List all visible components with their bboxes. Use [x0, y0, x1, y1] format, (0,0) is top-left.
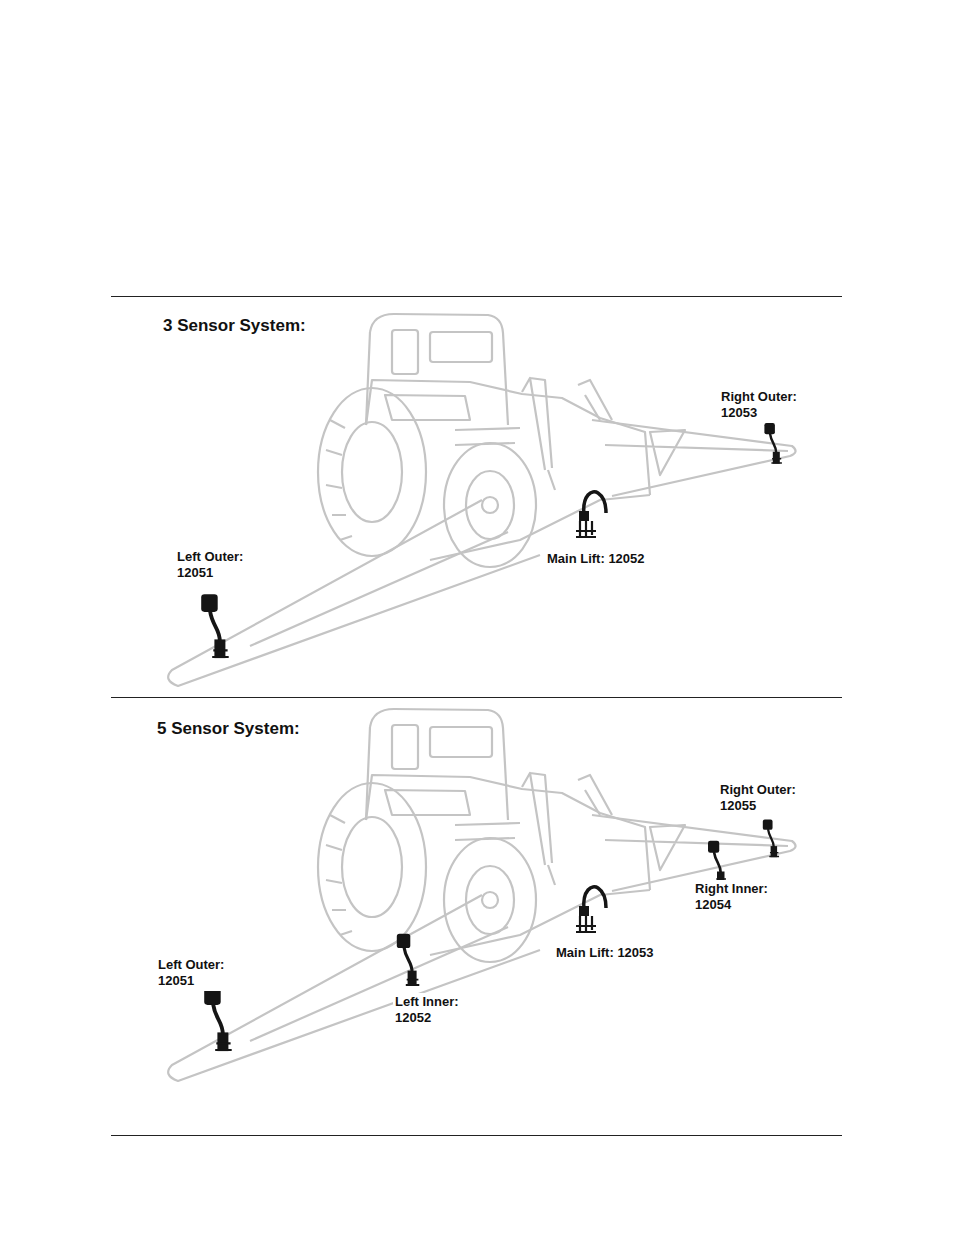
- boom-sensor: [708, 841, 727, 885]
- lift-sensor: [576, 492, 606, 537]
- label-slot: Left Outer: 12051: [156, 956, 248, 991]
- sensor-label: Right Inner: 12054: [693, 880, 789, 915]
- sensor-label: Right Outer: 12055: [718, 781, 814, 816]
- boom-sensor: [763, 819, 779, 857]
- panel-heading: 5 Sensor System:: [155, 717, 302, 740]
- label-slot: 3 Sensor System:: [161, 314, 381, 337]
- panel-five-sensor: [168, 709, 795, 1081]
- label-slot: Right Outer: 12053: [719, 388, 815, 423]
- panel-three-sensor: [168, 314, 795, 686]
- divider-rule: [111, 296, 842, 297]
- label-slot: Right Outer: 12055: [718, 781, 814, 816]
- sprayer-booms: [168, 420, 795, 686]
- sensor-label: Main Lift: 12053: [554, 944, 656, 962]
- sensor-label: Left Outer: 12051: [156, 956, 248, 991]
- sensor-label: Main Lift: 12052: [545, 550, 647, 568]
- divider-rule: [111, 1135, 842, 1136]
- label-slot: 5 Sensor System:: [155, 717, 375, 740]
- boom-sensor: [397, 934, 420, 986]
- sensor-label: Right Outer: 12053: [719, 388, 815, 423]
- sprayer-booms: [168, 815, 795, 1081]
- lift-sensor: [576, 887, 606, 932]
- tractor-outline: [318, 314, 650, 567]
- sensor-label: Left Outer: 12051: [175, 548, 267, 583]
- label-slot: Left Inner: 12052: [393, 993, 485, 1028]
- tractor-outline: [318, 709, 650, 962]
- sensor-label: Left Inner: 12052: [393, 993, 485, 1028]
- boom-sensor: [201, 594, 229, 658]
- boom-sensor: [204, 987, 232, 1051]
- divider-rule: [111, 697, 842, 698]
- panel-shift: [168, 709, 795, 1081]
- label-slot: Left Outer: 12051: [175, 548, 267, 583]
- label-slot: Right Inner: 12054: [693, 880, 789, 915]
- boom-sensor: [764, 423, 782, 464]
- panel-heading: 3 Sensor System:: [161, 314, 308, 337]
- label-slot: Main Lift: 12053: [554, 943, 704, 962]
- label-slot: Main Lift: 12052: [545, 549, 695, 568]
